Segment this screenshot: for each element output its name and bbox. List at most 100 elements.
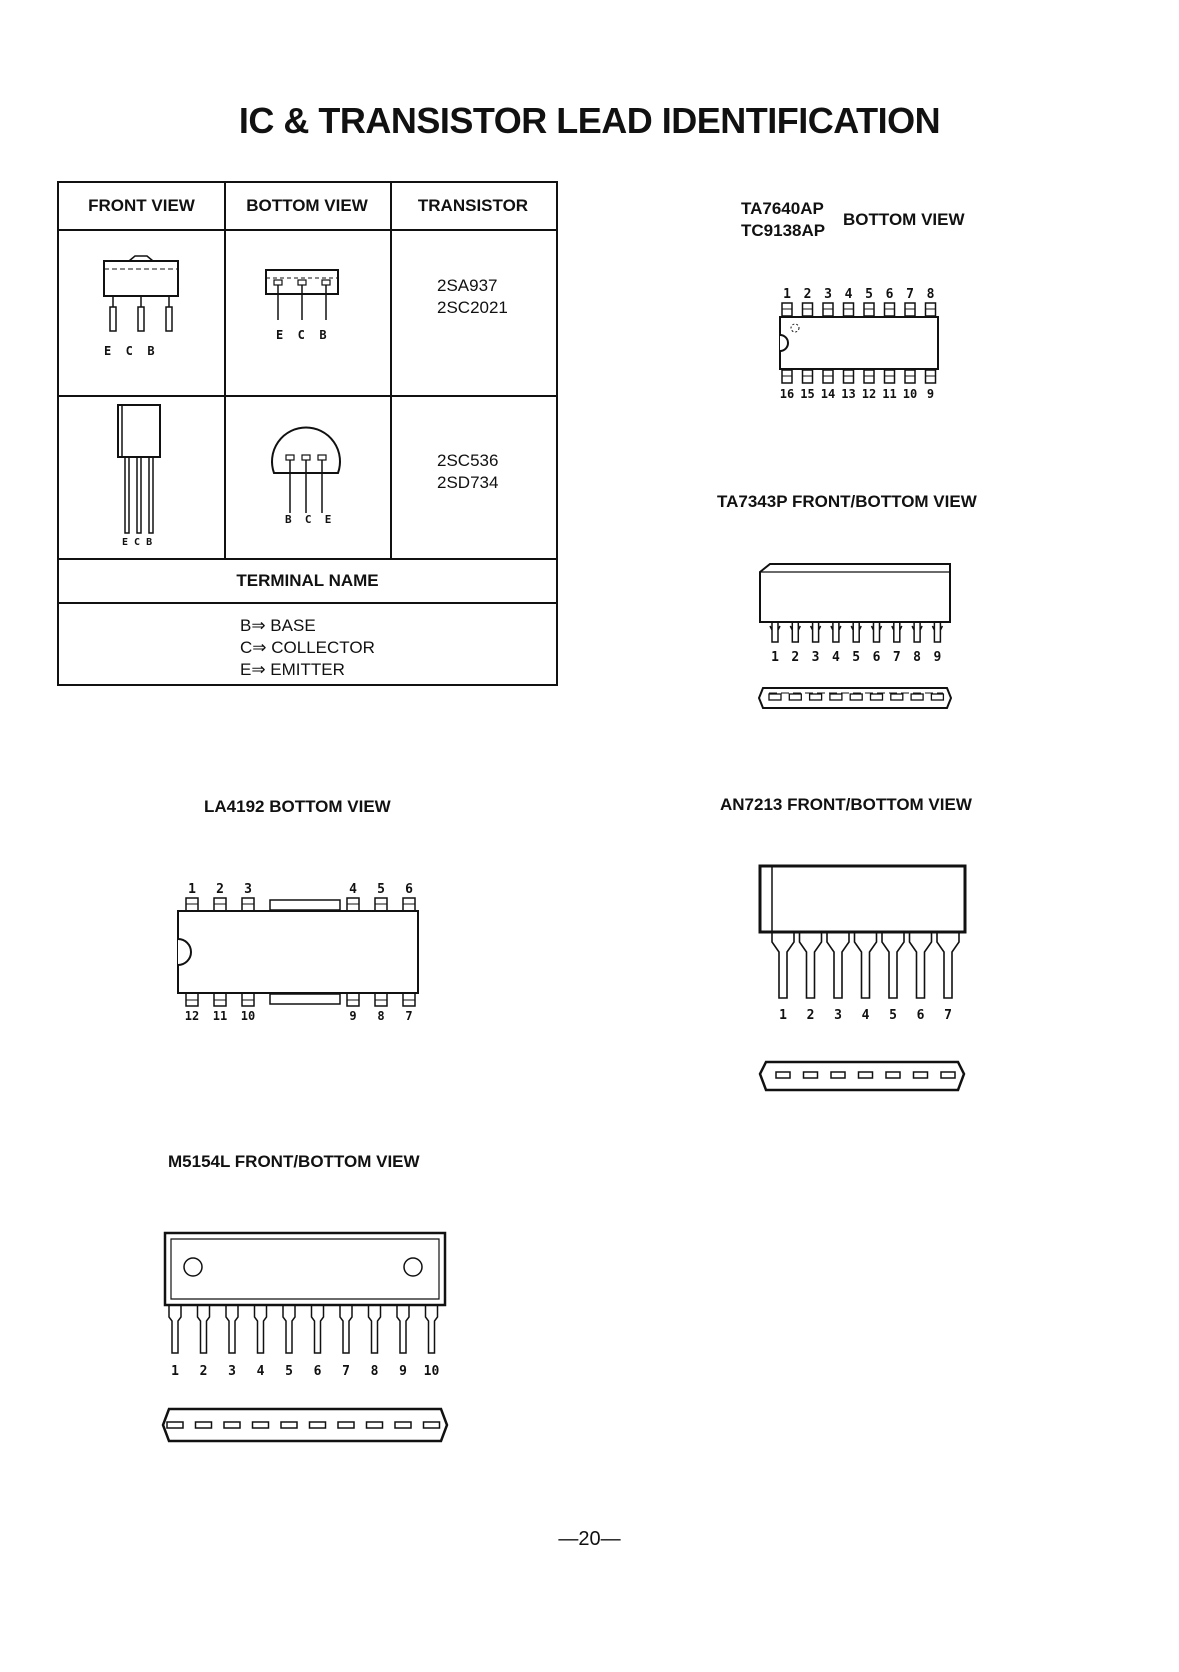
pin-number: 11	[213, 1009, 227, 1023]
pin	[826, 932, 850, 999]
pin-number: 16	[780, 387, 794, 401]
view-label: BOTTOM VIEW	[843, 210, 965, 229]
pin-pad	[808, 693, 823, 701]
front-view-to92-transistor-drawing	[117, 404, 161, 534]
pin-pad	[802, 1071, 819, 1079]
pin	[771, 932, 795, 999]
pin-number: 3	[834, 1008, 842, 1023]
pin	[809, 622, 822, 643]
pin-number: 5	[377, 882, 385, 897]
pin-number: 5	[865, 287, 873, 302]
pin-number: 1	[188, 882, 196, 897]
pin-number: 7	[906, 287, 914, 302]
pin-number: 14	[821, 387, 835, 401]
pin-pad	[930, 693, 945, 701]
pin-number: 7	[342, 1364, 350, 1379]
row-divider	[59, 558, 556, 560]
pin-pad	[166, 1421, 184, 1429]
pin-number: 4	[832, 650, 840, 665]
transistor-part: 2SA937	[437, 276, 498, 295]
pin-number: 13	[841, 387, 855, 401]
terminal-collector: C⇒ COLLECTOR	[240, 638, 375, 657]
pin-number: 1	[171, 1364, 179, 1379]
pin	[168, 1305, 182, 1354]
pin-pad	[869, 693, 884, 701]
bottom-view-to92-transistor-drawing	[271, 426, 341, 513]
terminal-name-heading: TERMINAL NAME	[236, 571, 379, 590]
bottom-pin-labels: B C E	[285, 513, 332, 526]
pin-pad	[775, 1071, 791, 1079]
pin-number: 7	[405, 1009, 412, 1023]
pin-number: 10	[424, 1364, 440, 1379]
pin-pad	[829, 693, 843, 701]
pin	[769, 622, 781, 643]
pin-number: 8	[913, 650, 921, 665]
pin-number: 1	[771, 650, 779, 665]
row-divider	[59, 229, 556, 231]
pin-pad	[768, 693, 782, 701]
pin-pad	[194, 1421, 213, 1429]
front-pin-labels: E C B	[122, 537, 153, 548]
pin-number: 4	[845, 287, 853, 302]
pin-pad	[912, 1071, 929, 1079]
ic-label: AN7213 FRONT/BOTTOM VIEW	[720, 795, 972, 814]
pin	[881, 932, 905, 999]
pin	[789, 622, 801, 643]
pin	[367, 1305, 382, 1354]
pin-number: 2	[200, 1364, 208, 1379]
pin-pad	[788, 693, 802, 701]
bottom-pin-labels: E C B	[276, 328, 327, 342]
column-divider	[390, 183, 392, 558]
pin-number: 9	[399, 1364, 407, 1379]
pin-number: 10	[241, 1009, 255, 1023]
pin	[911, 622, 923, 643]
pin-pad	[940, 1071, 956, 1079]
pin-number: 6	[314, 1364, 322, 1379]
pin	[798, 932, 823, 999]
pin	[891, 622, 903, 643]
page-title: IC & TRANSISTOR LEAD IDENTIFICATION	[238, 100, 941, 141]
pin	[870, 622, 883, 643]
terminal-emitter: E⇒ EMITTER	[240, 660, 345, 679]
pin-number: 1	[783, 287, 791, 302]
pin-number: 3	[244, 882, 252, 897]
pin-pad	[251, 1421, 270, 1429]
pin-number: 5	[852, 650, 860, 665]
pin-number: 3	[812, 650, 820, 665]
pin-number: 4	[349, 882, 357, 897]
pin-number: 12	[862, 387, 876, 401]
pin-number: 4	[257, 1364, 265, 1379]
pin-number: 9	[933, 650, 941, 665]
pin-pad	[308, 1421, 327, 1429]
ic-label: LA4192 BOTTOM VIEW	[204, 797, 391, 816]
ic-name: TC9138AP	[741, 221, 826, 240]
pin	[282, 1305, 296, 1354]
pin-number: 8	[377, 1009, 384, 1023]
terminal-base: B⇒ BASE	[240, 616, 316, 635]
ic-label: TA7343P FRONT/BOTTOM VIEW	[717, 492, 977, 511]
pin-pad	[365, 1421, 384, 1429]
pin-number: 2	[791, 650, 799, 665]
pin	[339, 1305, 353, 1354]
pin-pad	[890, 693, 904, 701]
bottom-view-flat-transistor-drawing	[265, 269, 339, 320]
ic-name: TA7640AP	[741, 199, 824, 218]
pin-number: 2	[807, 1008, 815, 1023]
pin	[850, 622, 862, 643]
pin	[196, 1305, 211, 1354]
row-divider	[59, 395, 556, 397]
pin-number: 3	[824, 287, 832, 302]
pin-number: 6	[405, 882, 413, 897]
header-front-view: FRONT VIEW	[88, 196, 195, 215]
pin	[396, 1305, 410, 1354]
pin-number: 2	[804, 287, 812, 302]
pin-pad	[849, 693, 863, 701]
pin-pad	[337, 1421, 355, 1429]
pin-number: 3	[228, 1364, 236, 1379]
pin-pad	[422, 1421, 441, 1429]
